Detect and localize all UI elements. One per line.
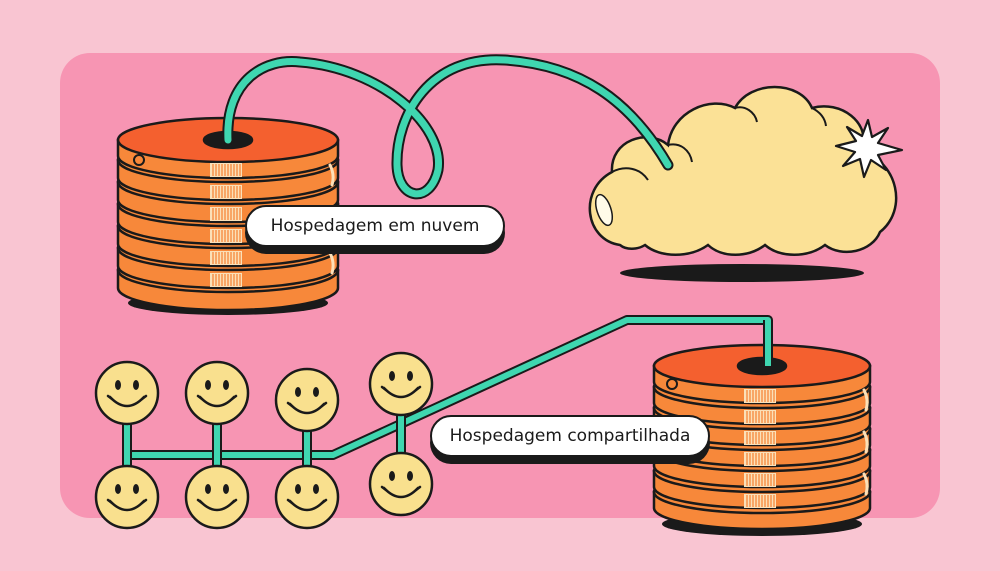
user-smiley-icon	[184, 464, 250, 530]
cloud-cable	[222, 54, 674, 200]
user-smiley-icon	[274, 367, 340, 433]
user-smiley-icon	[94, 360, 160, 426]
sparkle-icon	[834, 118, 904, 179]
cloud-icon	[588, 85, 898, 282]
user-smiley-icon	[368, 451, 434, 517]
user-smiley-icon	[184, 360, 250, 426]
user-smiley-icon	[274, 464, 340, 530]
shared-hosting-label: Hospedagem compartilhada	[430, 415, 710, 457]
cloud-hosting-label: Hospedagem em nuvem	[245, 205, 505, 247]
user-smiley-icon	[94, 464, 160, 530]
user-smiley-icon	[368, 351, 434, 417]
